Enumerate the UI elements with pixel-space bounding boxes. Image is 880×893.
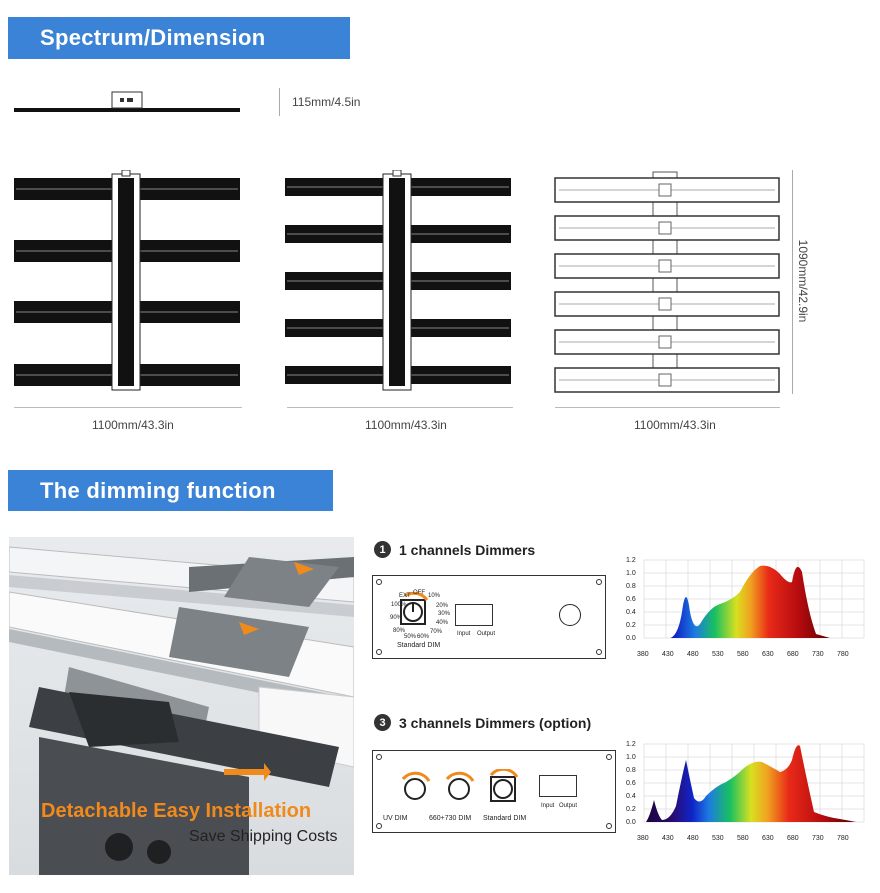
- screw-icon: [596, 649, 602, 655]
- spectrum-chart-1: 1.2 1.0 0.8 0.6 0.4 0.2 0.0 380 430 480 …: [626, 557, 865, 658]
- y-tick: 0.2: [626, 806, 636, 813]
- uv-dial-icon[interactable]: [397, 769, 437, 809]
- far-red-dial-icon[interactable]: [441, 769, 481, 809]
- dial-mark: 50%: [404, 634, 417, 640]
- screw-icon: [376, 823, 382, 829]
- screw-icon: [376, 579, 382, 585]
- fixture-4-bar: [14, 170, 240, 391]
- x-tick: 630: [762, 835, 774, 842]
- dial-mark: 20%: [436, 603, 449, 609]
- far-red-dial-label: 660+730 DIM: [429, 815, 472, 822]
- io-port-box: [455, 604, 493, 626]
- y-tick: 0.2: [626, 622, 636, 629]
- x-tick: 580: [737, 651, 749, 658]
- spectrum-chart-2: 1.2 1.0 0.8 0.6 0.4 0.2 0.0 380 430 480 …: [626, 741, 865, 842]
- x-tick: 680: [787, 651, 799, 658]
- dial-mark: 30%: [438, 611, 451, 617]
- installation-photo: Detachable Easy Installation Save Shippi…: [9, 537, 354, 875]
- dial-mark: EXT: [399, 593, 411, 599]
- fixture-photo-illustration: [9, 546, 354, 875]
- dial-mark: OFF: [413, 590, 425, 596]
- height-dimension-line: [279, 88, 280, 116]
- dimmer1-number-badge: 1: [374, 541, 391, 558]
- knob-hole-icon: [559, 604, 581, 626]
- y-tick: 0.8: [626, 767, 636, 774]
- depth-label: 1090mm/42.9in: [796, 239, 810, 323]
- width-label-3: 1100mm/43.3in: [634, 418, 716, 432]
- y-tick: 1.0: [626, 570, 636, 577]
- x-tick: 380: [637, 651, 649, 658]
- width-dimension-line-1: [14, 407, 242, 408]
- io-input-label: Input: [457, 631, 471, 637]
- y-tick: 0.8: [626, 583, 636, 590]
- io-port-box: [539, 775, 577, 797]
- fixture-6-bar: [554, 171, 780, 393]
- screw-icon: [606, 754, 612, 760]
- screw-icon: [606, 823, 612, 829]
- section-title: Spectrum/Dimension: [40, 25, 266, 50]
- y-tick: 0.6: [626, 780, 636, 787]
- fixture-side-profile: [14, 91, 240, 112]
- dial-mark: 80%: [393, 628, 406, 634]
- width-dimension-line-2: [287, 407, 513, 408]
- io-output-label: Output: [477, 631, 496, 637]
- x-tick: 380: [637, 835, 649, 842]
- height-label: 115mm/4.5in: [292, 95, 361, 109]
- dimmer1-dial-label: Standard DIM: [397, 642, 441, 649]
- y-tick: 0.4: [626, 793, 636, 800]
- dial-mark: 70%: [430, 629, 443, 635]
- standard-dial-label: Standard DIM: [483, 815, 527, 822]
- dimmer1-title-text: 1 channels Dimmers: [399, 541, 536, 558]
- width-dimension-line-3: [555, 407, 780, 408]
- x-tick: 780: [837, 835, 849, 842]
- dimmer3-panel: UV DIM 660+730 DIM Standard DIM Input Ou…: [372, 750, 616, 833]
- io-input-label: Input: [541, 803, 555, 809]
- y-tick: 1.0: [626, 754, 636, 761]
- x-tick: 630: [762, 651, 774, 658]
- x-tick: 480: [687, 835, 699, 842]
- dial-mark: 10%: [428, 593, 441, 599]
- x-tick: 430: [662, 651, 674, 658]
- y-tick: 0.0: [626, 819, 636, 826]
- dimmer1-title: 1 1 channels Dimmers: [374, 541, 535, 558]
- y-tick: 1.2: [626, 557, 636, 564]
- section-banner-dimming: The dimming function: [8, 470, 333, 511]
- photo-headline: Detachable Easy Installation: [41, 800, 312, 822]
- x-tick: 530: [712, 835, 724, 842]
- section-banner-spectrum: Spectrum/Dimension: [8, 17, 350, 59]
- dial-mark: 90%: [390, 615, 403, 621]
- section-title: The dimming function: [40, 477, 276, 503]
- dimmer3-title: 3 3 channels Dimmers (option): [374, 714, 591, 731]
- x-tick: 730: [812, 835, 824, 842]
- dial-mark: 60%: [417, 634, 430, 640]
- screw-icon: [376, 754, 382, 760]
- dimmer1-dial-icon[interactable]: [391, 590, 436, 642]
- fixture-5-bar: [285, 170, 511, 391]
- x-tick: 480: [687, 651, 699, 658]
- y-tick: 0.4: [626, 609, 636, 616]
- screw-icon: [376, 649, 382, 655]
- x-tick: 680: [787, 835, 799, 842]
- x-tick: 530: [712, 651, 724, 658]
- uv-dial-label: UV DIM: [383, 815, 408, 822]
- io-output-label: Output: [559, 803, 578, 809]
- dial-mark: 100%: [391, 602, 407, 608]
- width-label-1: 1100mm/43.3in: [92, 418, 174, 432]
- standard-dial-icon[interactable]: [485, 769, 525, 809]
- dimmer3-title-text: 3 channels Dimmers (option): [399, 714, 592, 731]
- dimmer1-panel: EXT OFF 10% 100% 20% 90% 30% 80% 40% 70%…: [372, 575, 606, 659]
- y-tick: 0.6: [626, 596, 636, 603]
- y-tick: 0.0: [626, 635, 636, 642]
- y-tick: 1.2: [626, 741, 636, 748]
- depth-dimension-line: [792, 170, 793, 394]
- x-tick: 430: [662, 835, 674, 842]
- width-label-2: 1100mm/43.3in: [365, 418, 447, 432]
- x-tick: 730: [812, 651, 824, 658]
- x-tick: 580: [737, 835, 749, 842]
- screw-icon: [596, 579, 602, 585]
- dimmer3-number-badge: 3: [374, 714, 391, 731]
- dial-mark: 40%: [436, 620, 449, 626]
- x-tick: 780: [837, 651, 849, 658]
- photo-subline: Save Shipping Costs: [189, 828, 338, 845]
